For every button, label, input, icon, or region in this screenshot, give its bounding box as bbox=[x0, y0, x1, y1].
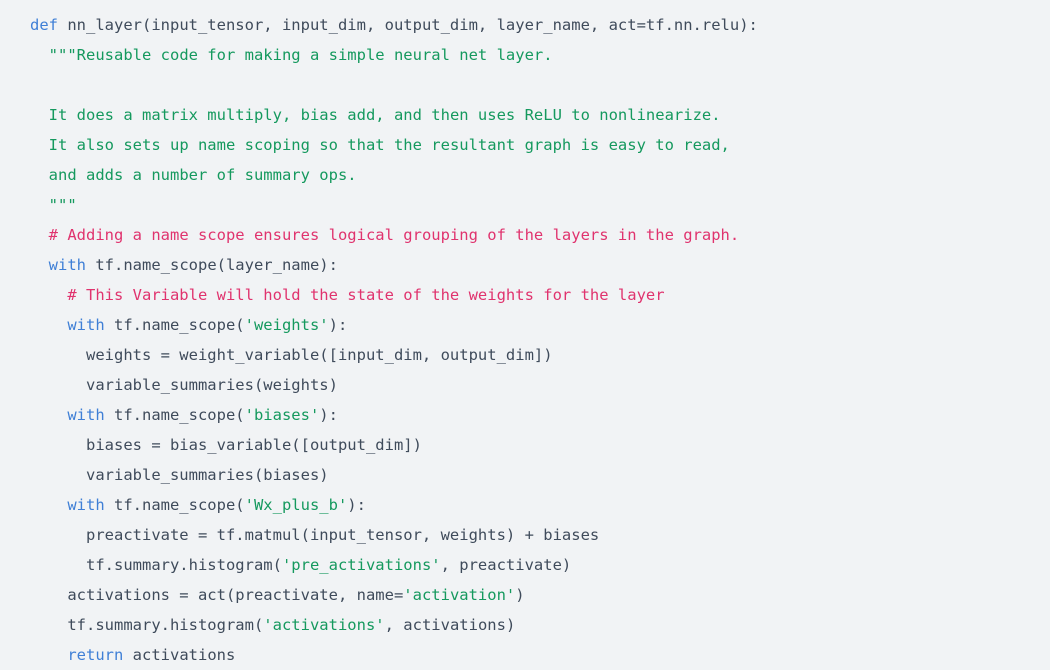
code-token-str: 'activation' bbox=[403, 586, 516, 604]
code-token-str: and adds a number of summary ops. bbox=[48, 166, 357, 184]
code-token-str: It also sets up name scoping so that the… bbox=[48, 136, 730, 154]
code-token-plain bbox=[30, 646, 67, 664]
code-token-plain: tf.name_scope( bbox=[104, 496, 245, 514]
code-token-str: 'biases' bbox=[244, 406, 320, 424]
code-line: def nn_layer(input_tensor, input_dim, ou… bbox=[30, 10, 1050, 40]
code-line: It also sets up name scoping so that the… bbox=[30, 130, 1050, 160]
code-token-com: # Adding a name scope ensures logical gr… bbox=[48, 226, 740, 244]
code-token-kw: with bbox=[48, 256, 86, 274]
code-line: # Adding a name scope ensures logical gr… bbox=[30, 220, 1050, 250]
code-token-plain bbox=[30, 196, 49, 214]
code-line bbox=[30, 70, 1050, 100]
code-token-plain: weights = weight_variable([input_dim, ou… bbox=[30, 346, 553, 364]
code-token-plain: variable_summaries(biases) bbox=[30, 466, 329, 484]
code-line: preactivate = tf.matmul(input_tensor, we… bbox=[30, 520, 1050, 550]
code-token-plain bbox=[30, 106, 49, 124]
code-line: biases = bias_variable([output_dim]) bbox=[30, 430, 1050, 460]
code-token-plain bbox=[30, 406, 67, 424]
code-token-kw: return bbox=[67, 646, 124, 664]
code-token-plain bbox=[30, 256, 49, 274]
code-line: tf.summary.histogram('activations', acti… bbox=[30, 610, 1050, 640]
code-token-str: 'pre_activations' bbox=[281, 556, 441, 574]
code-token-plain bbox=[30, 496, 67, 514]
code-line: return activations bbox=[30, 640, 1050, 670]
code-line: variable_summaries(biases) bbox=[30, 460, 1050, 490]
code-token-str: It does a matrix multiply, bias add, and… bbox=[48, 106, 721, 124]
code-token-plain: ): bbox=[328, 316, 348, 334]
code-token-plain: nn_layer(input_tensor, input_dim, output… bbox=[58, 16, 758, 34]
code-token-plain bbox=[30, 286, 67, 304]
code-token-kw: with bbox=[67, 406, 105, 424]
code-token-plain: ) bbox=[515, 586, 525, 604]
code-line: with tf.name_scope(layer_name): bbox=[30, 250, 1050, 280]
code-token-plain: tf.name_scope(layer_name): bbox=[86, 256, 338, 274]
code-line: """Reusable code for making a simple neu… bbox=[30, 40, 1050, 70]
code-token-str: """Reusable code for making a simple neu… bbox=[48, 46, 553, 64]
code-line: with tf.name_scope('biases'): bbox=[30, 400, 1050, 430]
code-token-str: 'weights' bbox=[244, 316, 329, 334]
code-token-kw: def bbox=[30, 16, 58, 34]
code-token-plain: tf.summary.histogram( bbox=[30, 616, 264, 634]
code-token-str: 'Wx_plus_b' bbox=[244, 496, 348, 514]
code-token-plain bbox=[30, 316, 67, 334]
code-line: variable_summaries(weights) bbox=[30, 370, 1050, 400]
code-token-plain: tf.name_scope( bbox=[104, 406, 245, 424]
code-token-plain: , preactivate) bbox=[440, 556, 572, 574]
code-token-plain bbox=[30, 136, 49, 154]
code-token-plain bbox=[30, 46, 49, 64]
code-line: tf.summary.histogram('pre_activations', … bbox=[30, 550, 1050, 580]
code-token-plain: tf.summary.histogram( bbox=[30, 556, 282, 574]
code-token-plain: activations bbox=[123, 646, 236, 664]
code-token-plain: biases = bias_variable([output_dim]) bbox=[30, 436, 422, 454]
code-line: activations = act(preactivate, name='act… bbox=[30, 580, 1050, 610]
code-token-plain bbox=[30, 226, 49, 244]
code-token-plain: ): bbox=[319, 406, 338, 424]
code-token-plain: activations = act(preactivate, name= bbox=[30, 586, 404, 604]
code-token-str: 'activations' bbox=[263, 616, 385, 634]
code-line: weights = weight_variable([input_dim, ou… bbox=[30, 340, 1050, 370]
code-token-plain: preactivate = tf.matmul(input_tensor, we… bbox=[30, 526, 600, 544]
code-token-kw: with bbox=[67, 496, 105, 514]
code-token-str: """ bbox=[48, 196, 77, 214]
code-token-kw: with bbox=[67, 316, 105, 334]
code-token-plain: tf.name_scope( bbox=[104, 316, 245, 334]
code-token-plain bbox=[30, 166, 49, 184]
code-line: with tf.name_scope('Wx_plus_b'): bbox=[30, 490, 1050, 520]
code-line: with tf.name_scope('weights'): bbox=[30, 310, 1050, 340]
code-token-plain: variable_summaries(weights) bbox=[30, 376, 338, 394]
code-line: It does a matrix multiply, bias add, and… bbox=[30, 100, 1050, 130]
code-token-com: # This Variable will hold the state of t… bbox=[67, 286, 665, 304]
code-token-plain: , activations) bbox=[384, 616, 516, 634]
code-line: # This Variable will hold the state of t… bbox=[30, 280, 1050, 310]
code-line: """ bbox=[30, 190, 1050, 220]
code-token-plain: ): bbox=[347, 496, 366, 514]
code-line: and adds a number of summary ops. bbox=[30, 160, 1050, 190]
